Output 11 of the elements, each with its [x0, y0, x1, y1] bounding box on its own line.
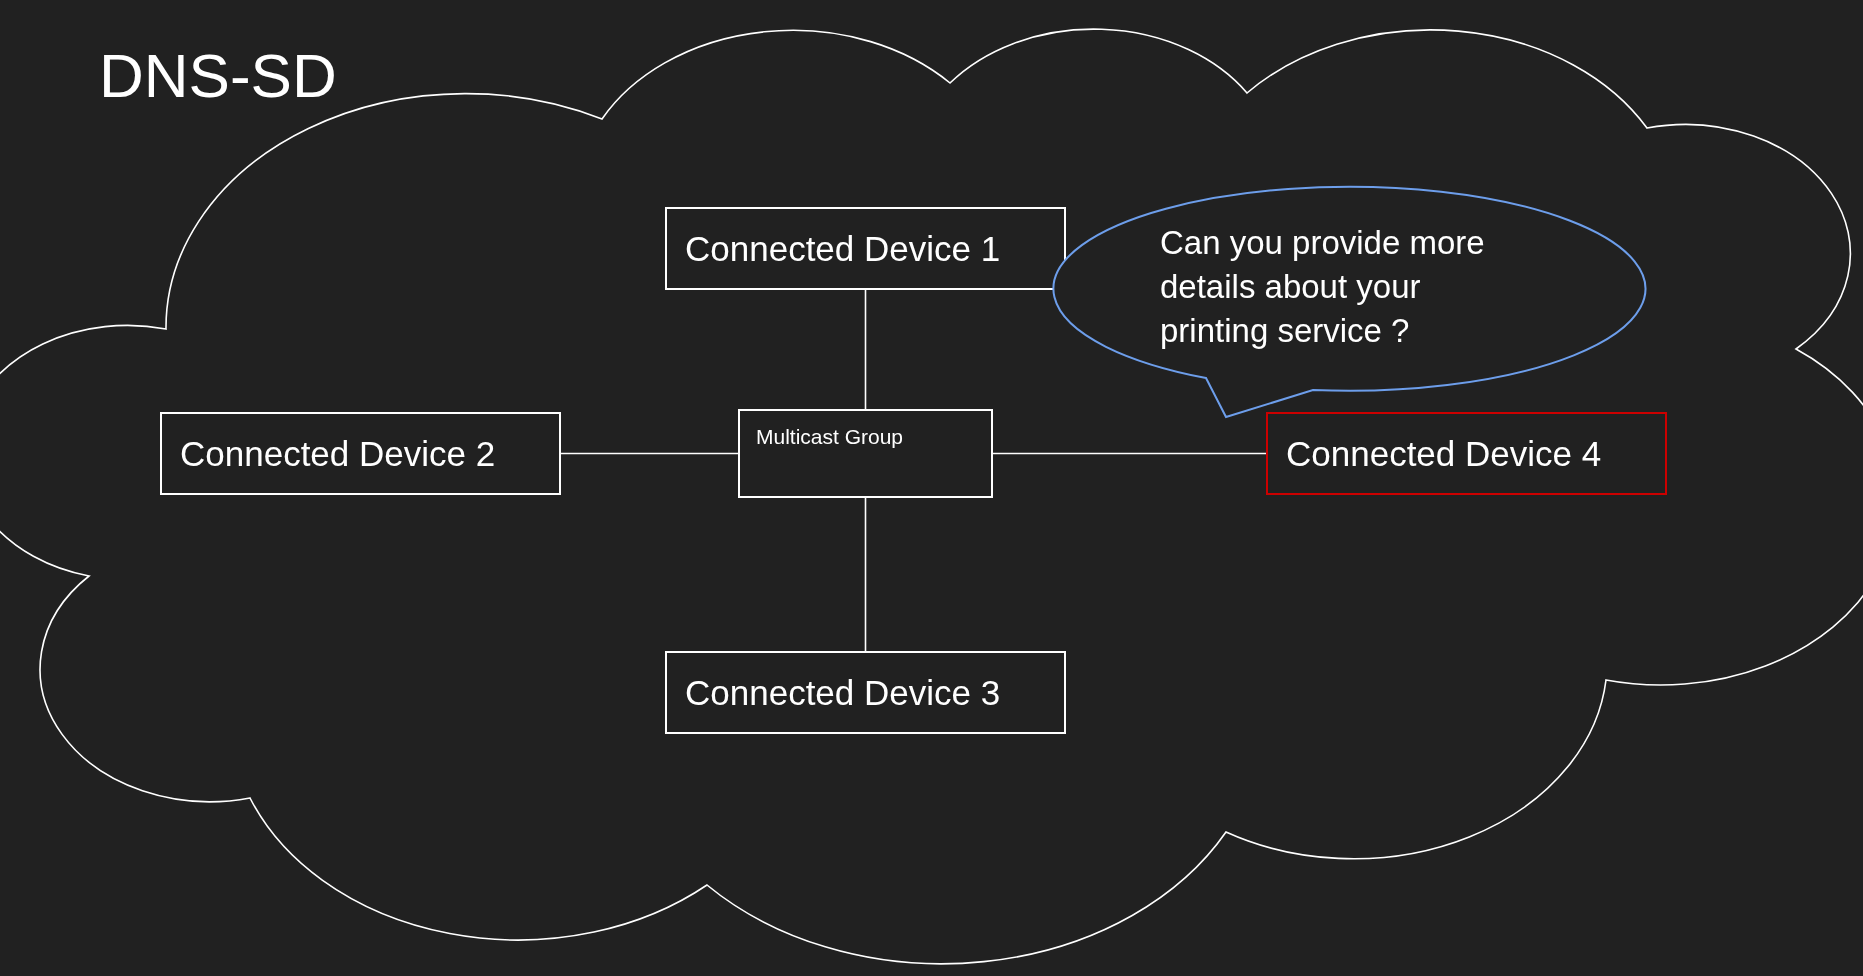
connector-line	[864, 289, 867, 410]
connector-line	[992, 452, 1267, 455]
device-box: Multicast Group	[738, 409, 993, 498]
connector-line	[560, 452, 739, 455]
connector-line	[864, 497, 867, 652]
device-box: Connected Device 3	[665, 651, 1066, 734]
device-box: Connected Device 4	[1266, 412, 1667, 495]
bubble-text: Can you provide more details about your printing service ?	[1160, 223, 1486, 351]
device-box: Connected Device 2	[160, 412, 561, 495]
device-box: Connected Device 1	[665, 207, 1066, 290]
title: DNS-SD	[99, 40, 337, 111]
